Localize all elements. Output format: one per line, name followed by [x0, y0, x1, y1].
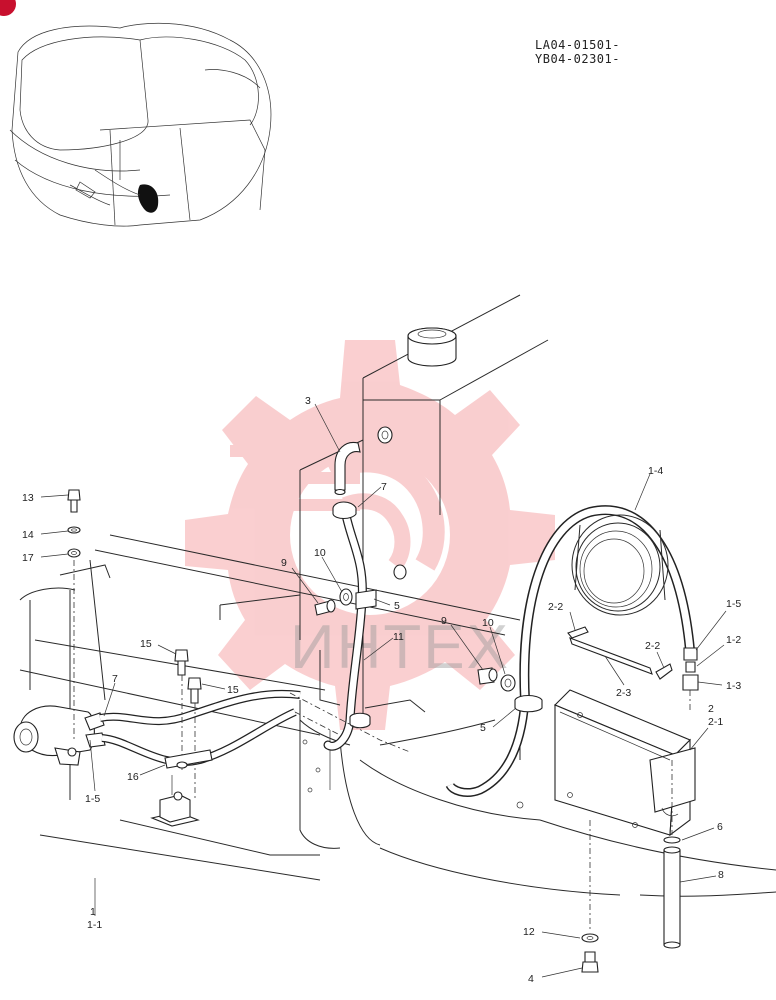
callout-2-1: 2-1	[708, 716, 723, 728]
callout-1-5-left: 1-5	[85, 793, 100, 805]
callout-2: 2	[708, 703, 714, 715]
rubber-mount	[150, 775, 200, 827]
callout-6: 6	[717, 821, 723, 833]
callout-1: 1	[90, 906, 96, 918]
callout-7-upper: 7	[381, 481, 387, 493]
bracket-16	[164, 749, 213, 769]
clamp-hose-11-lower	[349, 712, 371, 729]
callout-15-upper: 15	[140, 638, 152, 650]
callout-5-upper: 5	[394, 600, 400, 612]
callout-1-3: 1-3	[726, 680, 741, 692]
hose-coil	[571, 514, 669, 616]
watermark-text: ИНТЕХ	[290, 613, 510, 682]
callout-3: 3	[305, 395, 311, 407]
callout-2-2-left: 2-2	[548, 601, 563, 613]
reservoir-tank	[554, 689, 696, 837]
callout-9-upper: 9	[281, 557, 287, 569]
callout-13: 13	[22, 492, 34, 504]
callout-1-5-right: 1-5	[726, 598, 741, 610]
callout-14: 14	[22, 529, 34, 541]
callout-17: 17	[22, 552, 34, 564]
tank-cap	[407, 327, 457, 367]
bolt-4-washer-12	[581, 820, 599, 973]
callout-10-lower: 10	[482, 617, 494, 629]
callout-10-upper: 10	[314, 547, 326, 559]
callout-5-lower: 5	[480, 722, 486, 734]
pipe-6-8	[663, 760, 681, 949]
callout-2-3: 2-3	[616, 687, 631, 699]
bolt-15-pair	[174, 649, 202, 800]
washer-motor	[13, 705, 106, 766]
callout-16: 16	[127, 771, 139, 783]
nozzle-connector	[682, 647, 699, 712]
corner-marker	[0, 0, 16, 16]
frame-structure	[19, 294, 776, 897]
callout-1-1: 1-1	[87, 919, 102, 931]
callout-7-lower: 7	[112, 673, 118, 685]
bolt-13-stack	[67, 489, 81, 740]
brackets-2-2	[567, 626, 673, 680]
clamp-7-upper	[332, 501, 357, 520]
elbow-3	[334, 426, 393, 496]
leader-lines	[40, 403, 727, 978]
callout-12: 12	[523, 926, 535, 938]
callout-9-lower: 9	[441, 615, 447, 627]
watermark-gear	[185, 340, 555, 730]
serial-code-2: YB04-02301-	[535, 52, 620, 66]
clamp-5-lower	[514, 694, 543, 713]
callout-1-4: 1-4	[648, 465, 663, 477]
bolt-9-10-lower	[477, 667, 516, 692]
callout-11: 11	[393, 631, 404, 643]
serial-code-1: LA04-01501-	[535, 38, 620, 52]
callout-8: 8	[718, 869, 724, 881]
clamp-5-upper	[314, 564, 407, 616]
callout-labels: 13 14 17 3 7 9 10 5 11 15 15 7 16 1-5 1 …	[22, 395, 741, 985]
callout-15-lower: 15	[227, 684, 239, 696]
callout-4: 4	[528, 973, 534, 985]
callout-1-2: 1-2	[726, 634, 741, 646]
overview-inset	[9, 22, 272, 227]
callout-2-2-right: 2-2	[645, 640, 660, 652]
